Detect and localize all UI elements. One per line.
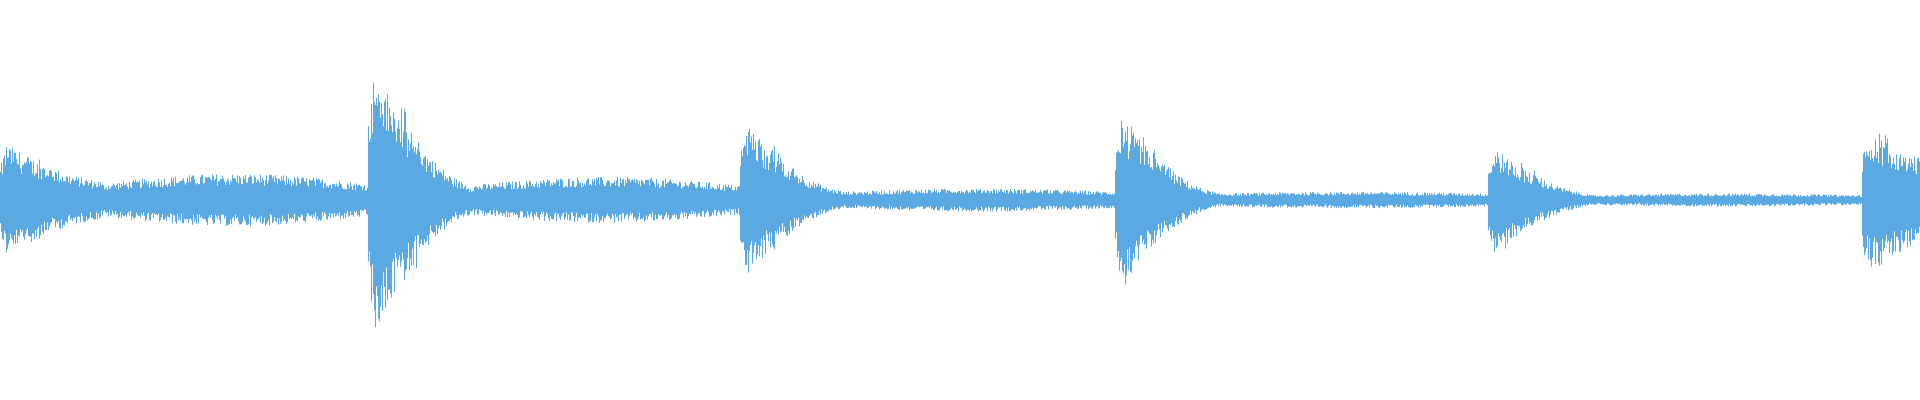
waveform-path [0,82,1920,328]
waveform-bars [0,82,1920,328]
